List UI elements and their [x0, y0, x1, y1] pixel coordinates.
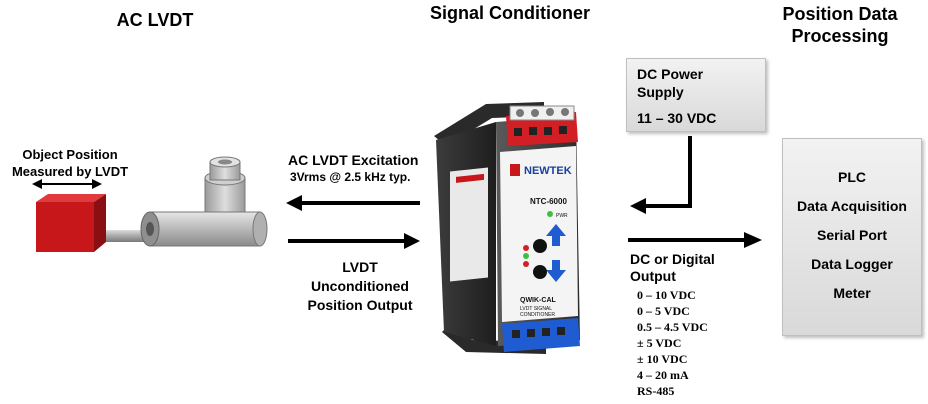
lvdt-illustration	[32, 156, 268, 252]
product-line3: CONDITIONER	[520, 312, 555, 318]
power-arrow	[630, 136, 692, 214]
device-model: NTC-6000	[530, 197, 567, 206]
lvdt-body	[140, 156, 268, 247]
excitation-arrow	[286, 195, 420, 211]
output-option: 4 – 20 mA	[637, 368, 689, 382]
output-title-line1: DC or Digital	[630, 251, 715, 267]
object-label-line1: Object Position	[22, 147, 118, 162]
pwr-label: PWR	[556, 213, 568, 219]
output-title: DC or Digital Output	[630, 251, 715, 285]
lvdt-output-line1: LVDT	[342, 259, 378, 275]
processing-heading: Position Data Processing	[760, 3, 920, 47]
pwr-led	[547, 211, 553, 217]
power-supply-voltage: 11 – 30 VDC	[637, 110, 717, 126]
product-line1: QWIK-CAL	[520, 297, 556, 304]
output-option: 0 – 10 VDC	[637, 288, 696, 302]
processing-item-plc: PLC	[838, 169, 866, 185]
side-label	[450, 167, 488, 282]
processing-heading-line2: Processing	[791, 26, 889, 46]
processing-item-data-logger: Data Logger	[811, 256, 893, 272]
dc-power-supply-box: DC Power Supply 11 – 30 VDC	[626, 58, 766, 132]
full-scale-arrow	[546, 224, 566, 246]
object-position-label: Object Position Measured by LVDT	[0, 146, 140, 180]
processing-item-meter: Meter	[833, 285, 871, 301]
power-supply-title-line1: DC Power	[637, 66, 704, 82]
lvdt-output-arrow	[288, 233, 420, 249]
output-arrow	[628, 232, 762, 248]
output-option: ± 10 VDC	[637, 352, 688, 366]
zero-button[interactable]	[533, 265, 547, 279]
lvdt-heading: AC LVDT	[116, 10, 194, 30]
processing-item-serial-port: Serial Port	[816, 227, 888, 243]
lvdt-output-line2: Unconditioned	[311, 278, 409, 294]
output-option: RS-485	[637, 384, 675, 398]
full-scale-button[interactable]	[533, 239, 547, 253]
blue-terminal-block	[502, 318, 580, 352]
product-line2: LVDT SIGNAL	[520, 306, 552, 312]
device-brand: NEWTEK	[524, 165, 572, 177]
output-option: 0 – 5 VDC	[637, 304, 690, 318]
excitation-detail: 3Vrms @ 2.5 kHz typ.	[290, 170, 411, 184]
lvdt-output-label: LVDT Unconditioned Position Output	[290, 258, 430, 315]
object-label-line2: Measured by LVDT	[11, 164, 129, 179]
output-options-list: 0 – 10 VDC 0 – 5 VDC 0.5 – 4.5 VDC ± 5 V…	[637, 287, 708, 399]
object-block	[36, 194, 106, 252]
excitation-title: AC LVDT Excitation	[288, 152, 419, 168]
power-supply-title: DC Power Supply	[637, 65, 703, 101]
processing-box: PLC Data Acquisition Serial Port Data Lo…	[782, 138, 922, 336]
processing-heading-line1: Position Data	[782, 4, 898, 24]
conditioner-heading: Signal Conditioner	[430, 3, 590, 23]
zero-arrow	[546, 260, 566, 282]
signal-conditioner-device: NEWTEK NTC-6000 PWR QWIK-CAL LVDT SIGNAL…	[434, 102, 580, 354]
processing-item-data-acquisition: Data Acquisition	[797, 198, 907, 214]
output-option: 0.5 – 4.5 VDC	[637, 320, 708, 334]
output-option: ± 5 VDC	[637, 336, 682, 350]
lvdt-output-line3: Position Output	[307, 297, 413, 313]
motion-double-arrow	[32, 179, 102, 189]
red-terminal-block	[506, 105, 578, 146]
processing-list: PLC Data Acquisition Serial Port Data Lo…	[783, 163, 921, 308]
output-title-line2: Output	[630, 268, 676, 284]
power-supply-title-line2: Supply	[637, 84, 684, 100]
